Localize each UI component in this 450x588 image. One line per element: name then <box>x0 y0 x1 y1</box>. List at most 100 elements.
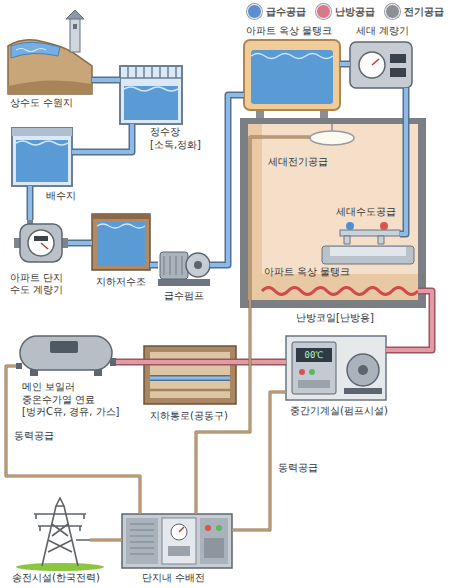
legend-entry: 전기공급 <box>385 4 444 19</box>
pipe-core <box>116 360 144 364</box>
water-source-picture-part <box>73 24 77 29</box>
purification-plant-picture-part <box>120 66 182 124</box>
facility-label: 아파트 단지 수도 계량기 <box>10 272 76 296</box>
water-pipe <box>92 80 120 81</box>
pipe-outline <box>6 366 140 514</box>
pump-picture-part <box>186 253 210 277</box>
pipe-core <box>28 186 32 220</box>
tunnel-picture-part <box>150 377 230 380</box>
rooftop-tank-picture-part <box>244 40 340 110</box>
power-line <box>232 392 286 530</box>
unit-meter-picture-part <box>372 59 379 65</box>
heating-pipe <box>116 362 144 363</box>
switchgear-picture-part <box>168 546 190 556</box>
pipe-outline <box>340 61 350 68</box>
legend-entry: 난방공급 <box>316 4 375 19</box>
pipe-core <box>92 78 120 82</box>
switchgear-picture-part <box>179 527 184 532</box>
connector-label: 동력공급 <box>12 430 56 442</box>
faucet-picture-part <box>344 236 350 244</box>
facility-label: 지하통로(공동구) <box>150 410 228 422</box>
power-line <box>196 137 310 514</box>
pipe-outline <box>72 124 132 152</box>
pump-room-picture-part <box>292 342 336 394</box>
pipe-core <box>400 88 406 234</box>
supply-pump: 급수펌프 <box>158 244 210 286</box>
purification-plant-picture-part <box>124 86 178 120</box>
boiler-picture-part <box>50 341 78 353</box>
reservoir-picture-part <box>12 128 72 136</box>
switchgear-picture-part <box>200 518 228 564</box>
pipe-outline <box>232 392 286 530</box>
switchgear-picture-part <box>126 518 158 564</box>
rooftop-tank-picture-part <box>320 110 328 118</box>
water-pipe <box>72 124 132 152</box>
facility-label: 세대수도공급 <box>336 206 396 218</box>
detail-label: [소독,정화] <box>150 139 201 151</box>
pump-room-picture-part <box>344 388 382 394</box>
pipe-core <box>196 137 310 514</box>
rooftop-tank-picture <box>244 40 340 118</box>
water-pipe <box>210 95 244 265</box>
building-picture-part <box>248 124 418 300</box>
pipe-core <box>150 263 158 267</box>
legend-swatch <box>247 4 262 19</box>
legend-text: 급수공급 <box>266 5 306 19</box>
pump-picture-part <box>158 279 210 286</box>
water-source-picture <box>8 10 92 94</box>
power-tower-picture-part <box>16 563 104 571</box>
pipe-core <box>232 392 286 530</box>
pump-room-picture-part <box>299 369 305 375</box>
pipe-outline <box>116 359 144 366</box>
water-source-picture-part <box>70 18 80 52</box>
facility-label: 단지내 수배전 <box>142 572 205 584</box>
pump-room-picture-part <box>296 348 332 362</box>
sink-picture-part <box>330 247 406 256</box>
purification-plant-picture-part <box>120 66 182 78</box>
facility-label: 난방코일[난방용] <box>296 312 374 324</box>
power-line <box>90 540 122 541</box>
legend-entry: 급수공급 <box>247 4 306 19</box>
complex-meter-picture-part <box>41 243 48 249</box>
legend-swatch <box>385 4 400 19</box>
complex-meter-picture-part <box>28 230 54 256</box>
area-label: 아파트 옥상 물탱크 <box>264 266 350 278</box>
main-boiler: 메인 보일러중온수가열 연료 [벙커C유, 경유, 가스] <box>16 330 116 376</box>
pump-picture-part <box>194 261 202 269</box>
reservoir-picture-part <box>16 140 68 182</box>
ceiling-lamp: 세대전기공급 <box>310 130 354 146</box>
rooftop-tank-picture-part <box>256 110 264 118</box>
unit-meter-picture <box>350 42 412 88</box>
legend: 급수공급 난방공급 전기공급 <box>247 4 444 19</box>
tunnel-picture-part <box>144 346 236 404</box>
connector-group <box>6 64 432 540</box>
switchgear-picture-part <box>205 525 211 531</box>
switchgear: 단지내 수배전 <box>122 514 232 568</box>
pipe-outline <box>92 77 120 84</box>
facility-label: 배수지 <box>46 190 76 202</box>
water-source-picture-part <box>16 49 46 52</box>
facility-label: 메인 보일러 <box>22 381 75 393</box>
reservoir-picture-part <box>12 128 72 186</box>
pipe-core <box>72 124 132 152</box>
pipe-outline <box>150 262 158 269</box>
pipe-outline <box>90 539 122 542</box>
tunnel-picture-part <box>144 359 236 366</box>
power-line <box>6 366 140 514</box>
underground-tank-picture <box>92 214 150 270</box>
switchgear-picture-part <box>162 518 196 564</box>
legend-text: 난방공급 <box>335 5 375 19</box>
water-source: 상수도 수원지 <box>8 10 92 94</box>
building-picture-part <box>248 274 418 300</box>
pipe-outline <box>68 240 92 247</box>
building-picture <box>240 118 426 308</box>
water-source-picture-part <box>8 80 92 94</box>
underground-tank-picture-part <box>92 214 150 270</box>
facility-label: 송전시설(한국전력) <box>12 572 100 584</box>
pump-room-picture <box>286 336 386 400</box>
tunnel-picture-part <box>150 389 230 392</box>
complex-meter-picture-part <box>20 224 62 262</box>
faucet-picture-part <box>346 222 354 230</box>
